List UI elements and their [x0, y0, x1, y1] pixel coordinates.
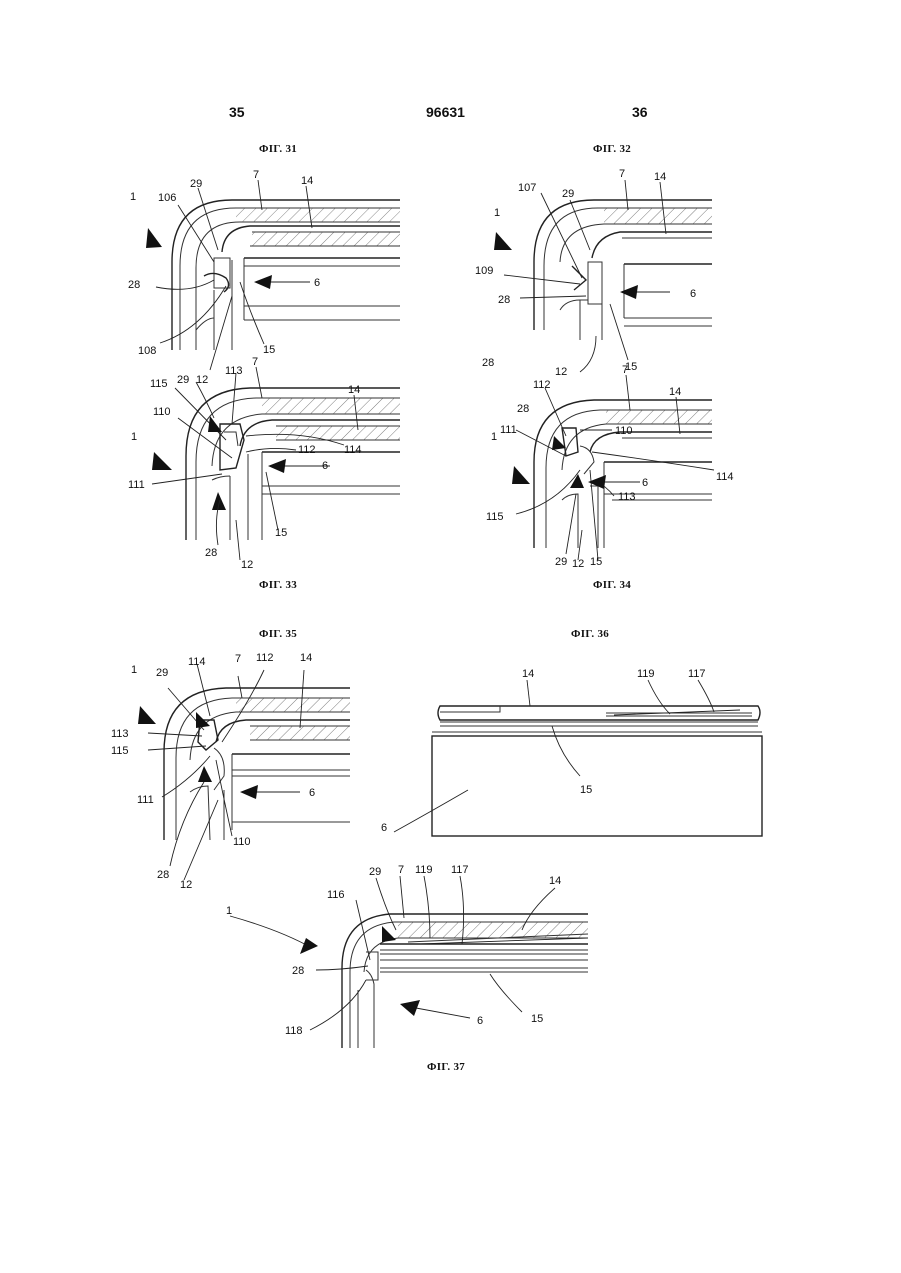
fig32-label-28: 28 — [498, 294, 510, 306]
fig35-label-1: 1 — [131, 664, 137, 676]
fig33-label-7: 7 — [252, 356, 258, 368]
fig32-label-14: 14 — [654, 171, 666, 183]
fig37-label-28: 28 — [292, 965, 304, 977]
fig37-label-1: 1 — [226, 905, 232, 917]
fig37-label-29: 29 — [369, 866, 381, 878]
fig34-label-1: 1 — [491, 431, 497, 443]
fig36-label-119: 119 — [637, 668, 655, 680]
fig33-label-6: 6 — [322, 460, 328, 472]
fig33-label-110: 110 — [153, 406, 171, 418]
fig32-label-7: 7 — [619, 168, 625, 180]
fig35-label-112: 112 — [256, 652, 274, 664]
fig33-label-115: 115 — [150, 378, 168, 390]
fig33-label-114: 114 — [344, 444, 362, 456]
fig37-label-117: 117 — [451, 864, 469, 876]
fig34-label-7: 7 — [622, 364, 628, 376]
fig33-label-28: 28 — [205, 547, 217, 559]
figure-33: 115 29 113 7 14 1 110 112 114 6 111 15 2… — [128, 356, 400, 571]
fig35-label-115: 115 — [111, 745, 129, 757]
figure-35: 1 29 114 7 112 14 113 115 111 6 110 28 1… — [111, 652, 350, 891]
fig35-label-113: 113 — [111, 728, 129, 740]
fig31-label-106: 106 — [158, 192, 176, 204]
fig37-label-7: 7 — [398, 864, 404, 876]
fig35-label-12: 12 — [180, 879, 192, 891]
fig36-label-117: 117 — [688, 668, 706, 680]
fig37-label-119: 119 — [415, 864, 433, 876]
fig33-label-15: 15 — [275, 527, 287, 539]
fig34-label-111: 111 — [500, 424, 517, 436]
fig35-label-6: 6 — [309, 787, 315, 799]
fig34-label-110: 110 — [615, 425, 633, 437]
fig35-label-28: 28 — [157, 869, 169, 881]
fig33-label-113: 113 — [225, 365, 243, 377]
fig33-label-29: 29 — [177, 374, 189, 386]
fig33-label-111: 111 — [128, 479, 145, 491]
figure-37: 29 7 119 117 14 116 1 28 118 6 15 — [226, 864, 588, 1048]
fig31-label-7: 7 — [253, 169, 259, 181]
fig31-label-29: 29 — [190, 178, 202, 190]
fig34-label-115: 115 — [486, 511, 504, 523]
fig32-label-12: 12 — [555, 366, 567, 378]
fig33-label-1: 1 — [131, 431, 137, 443]
fig35-label-7: 7 — [235, 653, 241, 665]
fig35-label-111: 111 — [137, 794, 154, 806]
figure-32: 1 107 29 7 14 109 28 6 12 15 28 — [475, 168, 712, 378]
fig32-label-107: 107 — [518, 182, 536, 194]
fig37-label-14: 14 — [549, 875, 561, 887]
fig34-label-15: 15 — [590, 556, 602, 568]
fig31-label-28: 28 — [128, 279, 140, 291]
fig35-label-29: 29 — [156, 667, 168, 679]
fig31-label-12: 12 — [196, 374, 208, 386]
fig32-label-109: 109 — [475, 265, 493, 277]
fig37-label-116: 116 — [327, 889, 345, 901]
fig34-label-6: 6 — [642, 477, 648, 489]
fig36-label-15: 15 — [580, 784, 592, 796]
fig34-label-112: 112 — [533, 379, 551, 391]
fig37-label-118: 118 — [285, 1025, 303, 1037]
fig34-label-28: 28 — [517, 403, 529, 415]
fig35-label-14: 14 — [300, 652, 312, 664]
fig33-label-112: 112 — [298, 444, 316, 456]
fig31-label-15: 15 — [263, 344, 275, 356]
fig31-label-108: 108 — [138, 345, 156, 357]
fig35-label-114: 114 — [188, 656, 206, 668]
fig34-label-29: 29 — [555, 556, 567, 568]
fig31-label-6: 6 — [314, 277, 320, 289]
fig31-label-1: 1 — [130, 191, 136, 203]
fig34-label-14: 14 — [669, 386, 681, 398]
fig33-label-12: 12 — [241, 559, 253, 571]
fig34-label-113: 113 — [618, 491, 636, 503]
fig36-label-14: 14 — [522, 668, 534, 680]
fig34-label-114: 114 — [716, 471, 734, 483]
fig31-label-14: 14 — [301, 175, 313, 187]
fig36-label-6: 6 — [381, 822, 387, 834]
figure-34: 112 7 14 28 110 1 111 114 6 113 115 29 1… — [486, 364, 734, 570]
fig37-label-6: 6 — [477, 1015, 483, 1027]
fig33-label-14: 14 — [348, 384, 360, 396]
figure-31: 1 106 29 7 14 28 6 108 12 15 — [128, 169, 400, 386]
fig37-label-15: 15 — [531, 1013, 543, 1025]
figure-36: 14 119 117 15 6 — [381, 668, 762, 836]
fig34-label-12: 12 — [572, 558, 584, 570]
fig32-label-6: 6 — [690, 288, 696, 300]
fig35-label-110: 110 — [233, 836, 251, 848]
fig32-label-28b: 28 — [482, 357, 494, 369]
fig32-label-1: 1 — [494, 207, 500, 219]
fig32-label-29: 29 — [562, 188, 574, 200]
